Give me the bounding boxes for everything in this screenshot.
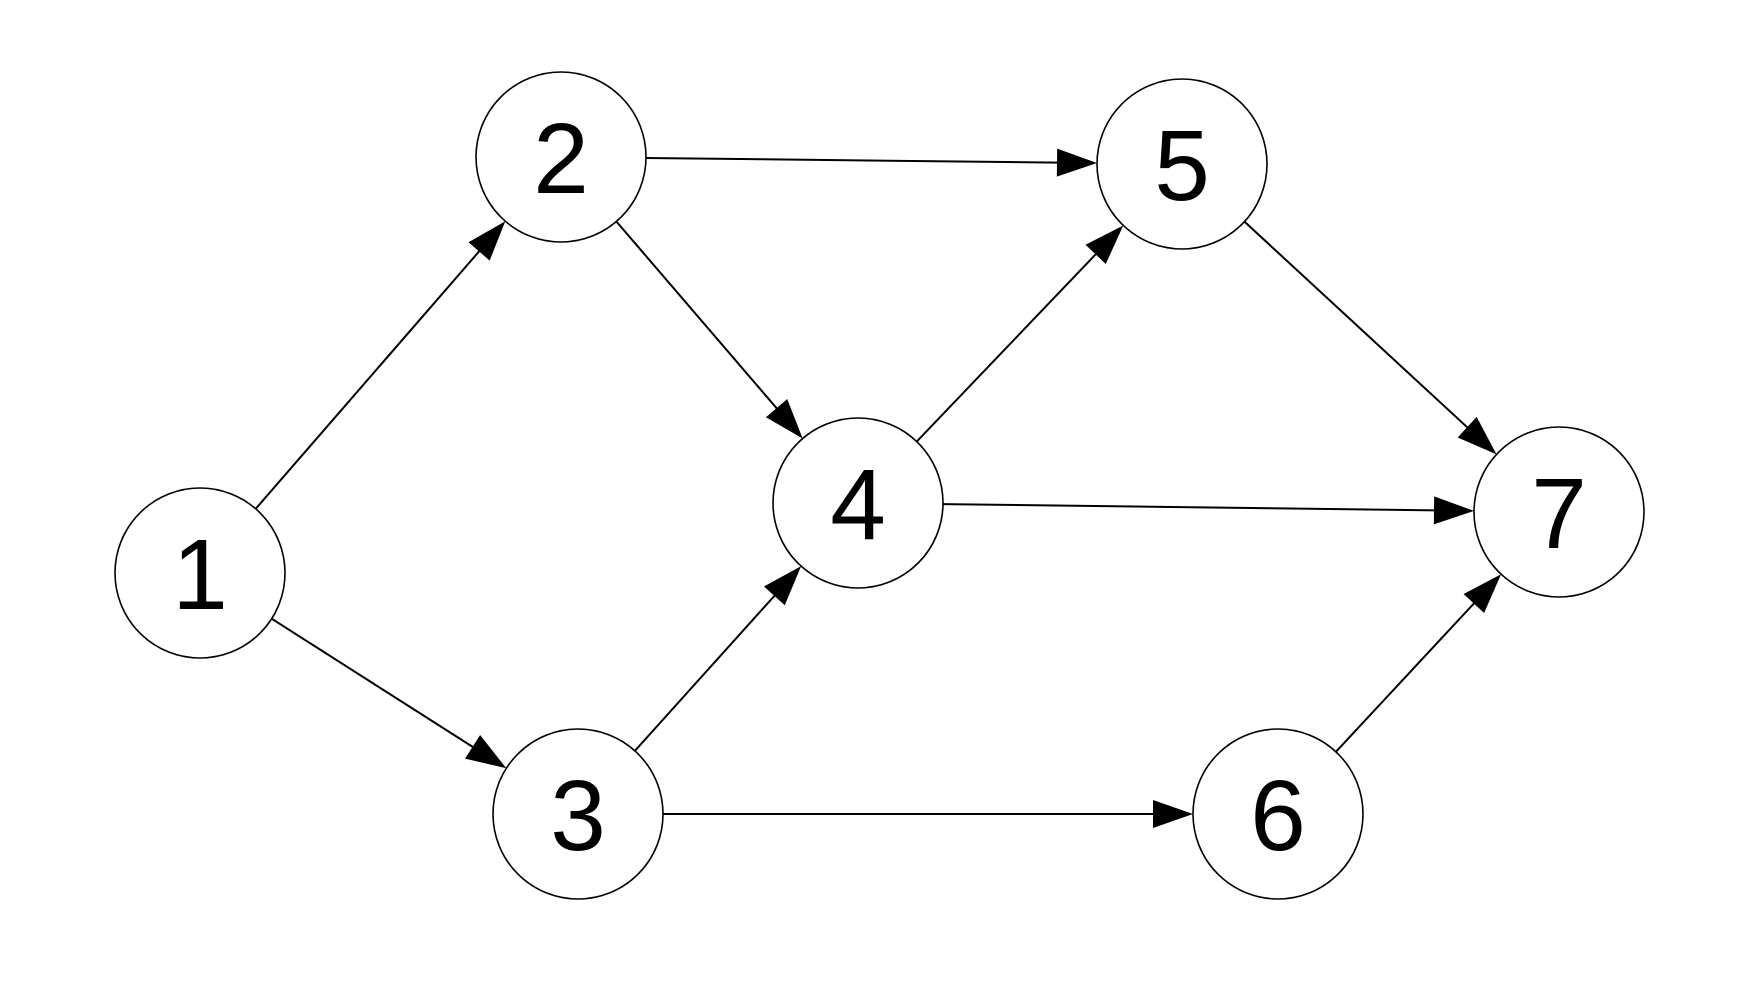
node-label-4: 4 — [830, 449, 886, 561]
arrowhead-icon — [765, 399, 803, 439]
edge-line-5-7 — [1243, 220, 1470, 430]
node-label-1: 1 — [172, 519, 228, 631]
node-1: 1 — [114, 487, 286, 659]
node-circle-6 — [1192, 728, 1364, 900]
node-5: 5 — [1096, 78, 1268, 250]
edges-layer — [254, 148, 1502, 828]
node-label-6: 6 — [1250, 760, 1306, 872]
node-label-3: 3 — [550, 760, 606, 872]
node-7: 7 — [1473, 426, 1645, 598]
node-circle-4 — [772, 417, 944, 589]
edge-5-to-7 — [1243, 220, 1497, 455]
arrowhead-icon — [1153, 800, 1193, 828]
arrowhead-icon — [1433, 496, 1475, 525]
node-circle-3 — [492, 728, 664, 900]
node-label-7: 7 — [1531, 458, 1587, 570]
edge-4-to-7 — [942, 496, 1475, 525]
edge-line-2-4 — [615, 220, 779, 411]
edge-line-3-4 — [634, 593, 777, 752]
arrowhead-icon — [1463, 574, 1502, 614]
edge-line-1-3 — [271, 617, 475, 749]
node-2: 2 — [475, 71, 647, 243]
node-4: 4 — [772, 417, 944, 589]
edge-3-to-4 — [634, 566, 802, 752]
arrowhead-icon — [1457, 416, 1497, 455]
node-circle-2 — [475, 71, 647, 243]
arrowhead-icon — [468, 221, 506, 261]
node-label-2: 2 — [533, 103, 589, 215]
node-label-5: 5 — [1154, 110, 1210, 222]
edge-line-4-5 — [916, 252, 1098, 443]
edge-1-to-2 — [254, 221, 506, 510]
edge-2-to-5 — [645, 148, 1098, 177]
nodes-layer: 1 2 3 4 5 6 7 — [114, 71, 1645, 900]
arrowhead-icon — [465, 734, 507, 769]
node-circle-7 — [1473, 426, 1645, 598]
edge-line-6-7 — [1335, 601, 1476, 753]
arrowhead-icon — [1085, 225, 1124, 265]
edge-line-1-2 — [254, 249, 482, 510]
arrowhead-icon — [763, 566, 802, 606]
node-6: 6 — [1192, 728, 1364, 900]
edge-4-to-5 — [916, 225, 1124, 443]
edge-3-to-6 — [663, 800, 1193, 828]
edge-line-4-7 — [942, 503, 1437, 512]
edge-2-to-4 — [615, 220, 803, 439]
edge-6-to-7 — [1335, 574, 1502, 753]
node-circle-5 — [1096, 78, 1268, 250]
edge-1-to-3 — [271, 617, 507, 769]
node-3: 3 — [492, 728, 664, 900]
arrowhead-icon — [1056, 148, 1098, 177]
node-circle-1 — [114, 487, 286, 659]
edge-line-2-5 — [645, 156, 1060, 164]
